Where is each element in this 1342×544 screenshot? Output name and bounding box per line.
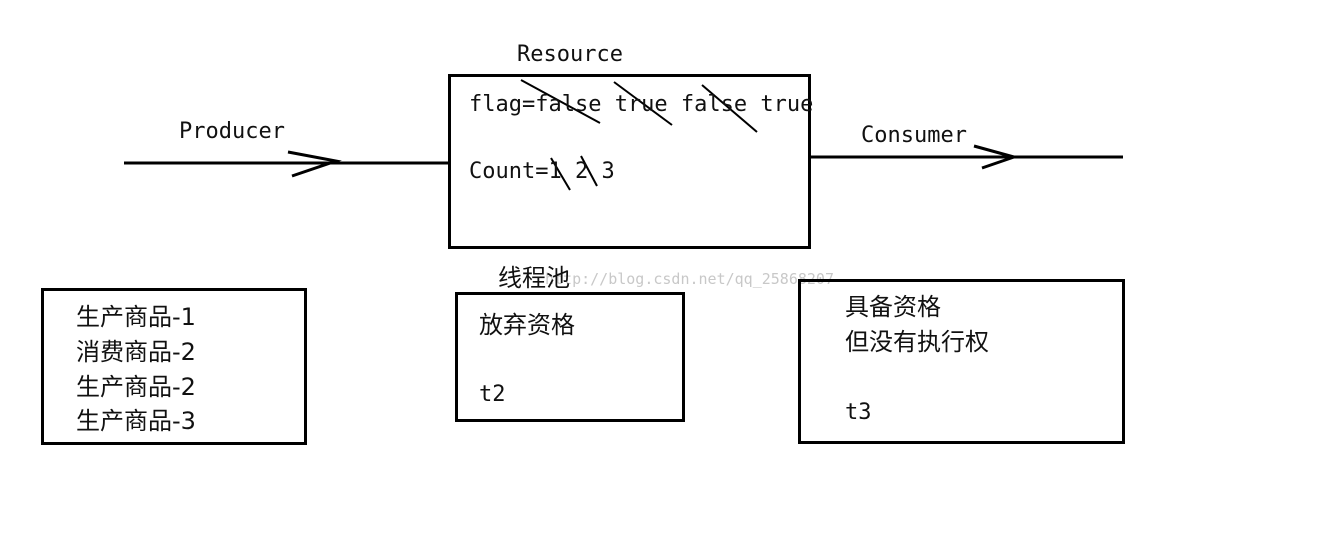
strike-flag-3 <box>701 84 758 133</box>
log-line: 生产商品-2 <box>76 373 196 401</box>
strike-count-1 <box>550 157 571 191</box>
t3-status-line1: 具备资格 <box>845 293 941 321</box>
producer-label: Producer <box>179 119 285 144</box>
t3-box <box>798 279 1125 444</box>
consumer-arrowhead <box>973 144 1020 170</box>
flag-values: flag=false true false true <box>469 92 814 117</box>
log-box <box>41 288 307 445</box>
strike-flag-2 <box>613 81 673 126</box>
log-line: 消费商品-2 <box>76 338 196 366</box>
strike-flag-1 <box>520 79 601 124</box>
t3-thread-name: t3 <box>845 400 872 425</box>
thread-pool-label: 线程池 <box>498 264 570 292</box>
strike-count-2 <box>580 155 598 187</box>
count-values: Count=1 2 3 <box>469 159 615 184</box>
watermark-text: http://blog.csdn.net/qq_25868207 <box>545 270 834 288</box>
t2-thread-name: t2 <box>479 382 506 407</box>
t2-status: 放弃资格 <box>479 311 575 339</box>
producer-arrowhead <box>287 150 342 178</box>
t2-box <box>455 292 685 422</box>
resource-label: Resource <box>517 42 623 67</box>
consumer-label: Consumer <box>861 123 967 148</box>
t3-status-line2: 但没有执行权 <box>845 328 989 356</box>
log-line: 生产商品-1 <box>76 303 196 331</box>
log-line: 生产商品-3 <box>76 407 196 435</box>
resource-box <box>448 74 811 249</box>
